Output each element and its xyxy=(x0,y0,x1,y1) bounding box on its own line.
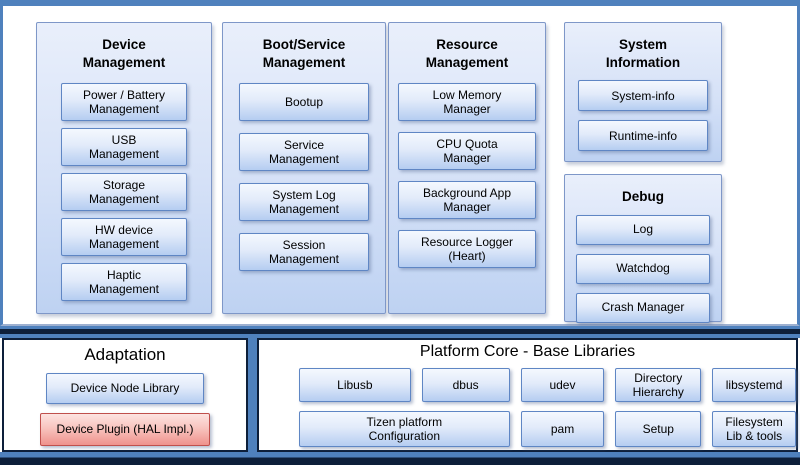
system-framework-panel: Device Management Power / Battery Manage… xyxy=(0,0,800,326)
vertical-divider-bar xyxy=(248,338,257,452)
platform-core-row-2: Tizen platform Configuration pam Setup File… xyxy=(259,411,796,448)
box-background-app-manager: Background App Manager xyxy=(398,181,536,220)
box-crash-manager: Crash Manager xyxy=(576,292,710,323)
box-libsystemd: libsystemd xyxy=(712,368,796,403)
box-directory-hierarchy: Directory Hierarchy xyxy=(615,368,702,403)
group-title-debug: Debug xyxy=(622,189,664,204)
horizontal-divider-bar xyxy=(0,326,800,338)
box-pam: pam xyxy=(520,411,605,448)
box-haptic-management: Haptic Management xyxy=(61,263,187,302)
box-tizen-platform-configuration: Tizen platform Configuration xyxy=(299,411,510,448)
box-system-log-management: System Log Management xyxy=(239,183,369,222)
box-service-management: Service Management xyxy=(239,133,369,172)
box-session-management: Session Management xyxy=(239,233,369,272)
box-dbus: dbus xyxy=(421,368,510,403)
box-system-info: System-info xyxy=(578,80,708,112)
box-cpu-quota-manager: CPU Quota Manager xyxy=(398,132,536,171)
box-hw-device-management: HW device Management xyxy=(61,218,187,257)
group-title-boot-service-management: Boot/Service Management xyxy=(262,37,346,70)
box-libusb: Libusb xyxy=(299,368,411,403)
box-usb-management: USB Management xyxy=(61,128,187,167)
group-title-device-management: Device Management xyxy=(82,37,166,70)
box-power-battery-management: Power / Battery Management xyxy=(61,83,187,122)
platform-core-title: Platform Core - Base Libraries xyxy=(419,343,636,360)
bottom-edge-bar xyxy=(0,452,800,465)
box-storage-management: Storage Management xyxy=(61,173,187,212)
group-title-system-information: System Information xyxy=(605,37,681,70)
box-resource-logger-heart: Resource Logger (Heart) xyxy=(398,230,536,269)
box-low-memory-manager: Low Memory Manager xyxy=(398,83,536,122)
box-udev: udev xyxy=(520,368,605,403)
adaptation-title: Adaptation xyxy=(84,345,166,364)
box-bootup: Bootup xyxy=(239,83,369,122)
box-device-plugin-hal-impl: Device Plugin (HAL Impl.) xyxy=(40,413,210,446)
box-device-node-library: Device Node Library xyxy=(46,373,204,404)
box-log: Log xyxy=(576,214,710,245)
box-runtime-info: Runtime-info xyxy=(578,120,708,152)
box-watchdog: Watchdog xyxy=(576,253,710,284)
group-title-resource-management: Resource Management xyxy=(425,37,509,70)
platform-core-row-1: Libusb dbus udev Directory Hierarchy libsyst… xyxy=(259,368,796,403)
box-filesystem-lib-tools: Filesystem Lib & tools xyxy=(712,411,796,448)
platform-core-panel: Platform Core - Base Libraries Libusb dbu… xyxy=(257,338,798,452)
box-setup: Setup xyxy=(615,411,702,448)
group-device-management: Device Management Power / Battery Manage… xyxy=(36,22,212,314)
